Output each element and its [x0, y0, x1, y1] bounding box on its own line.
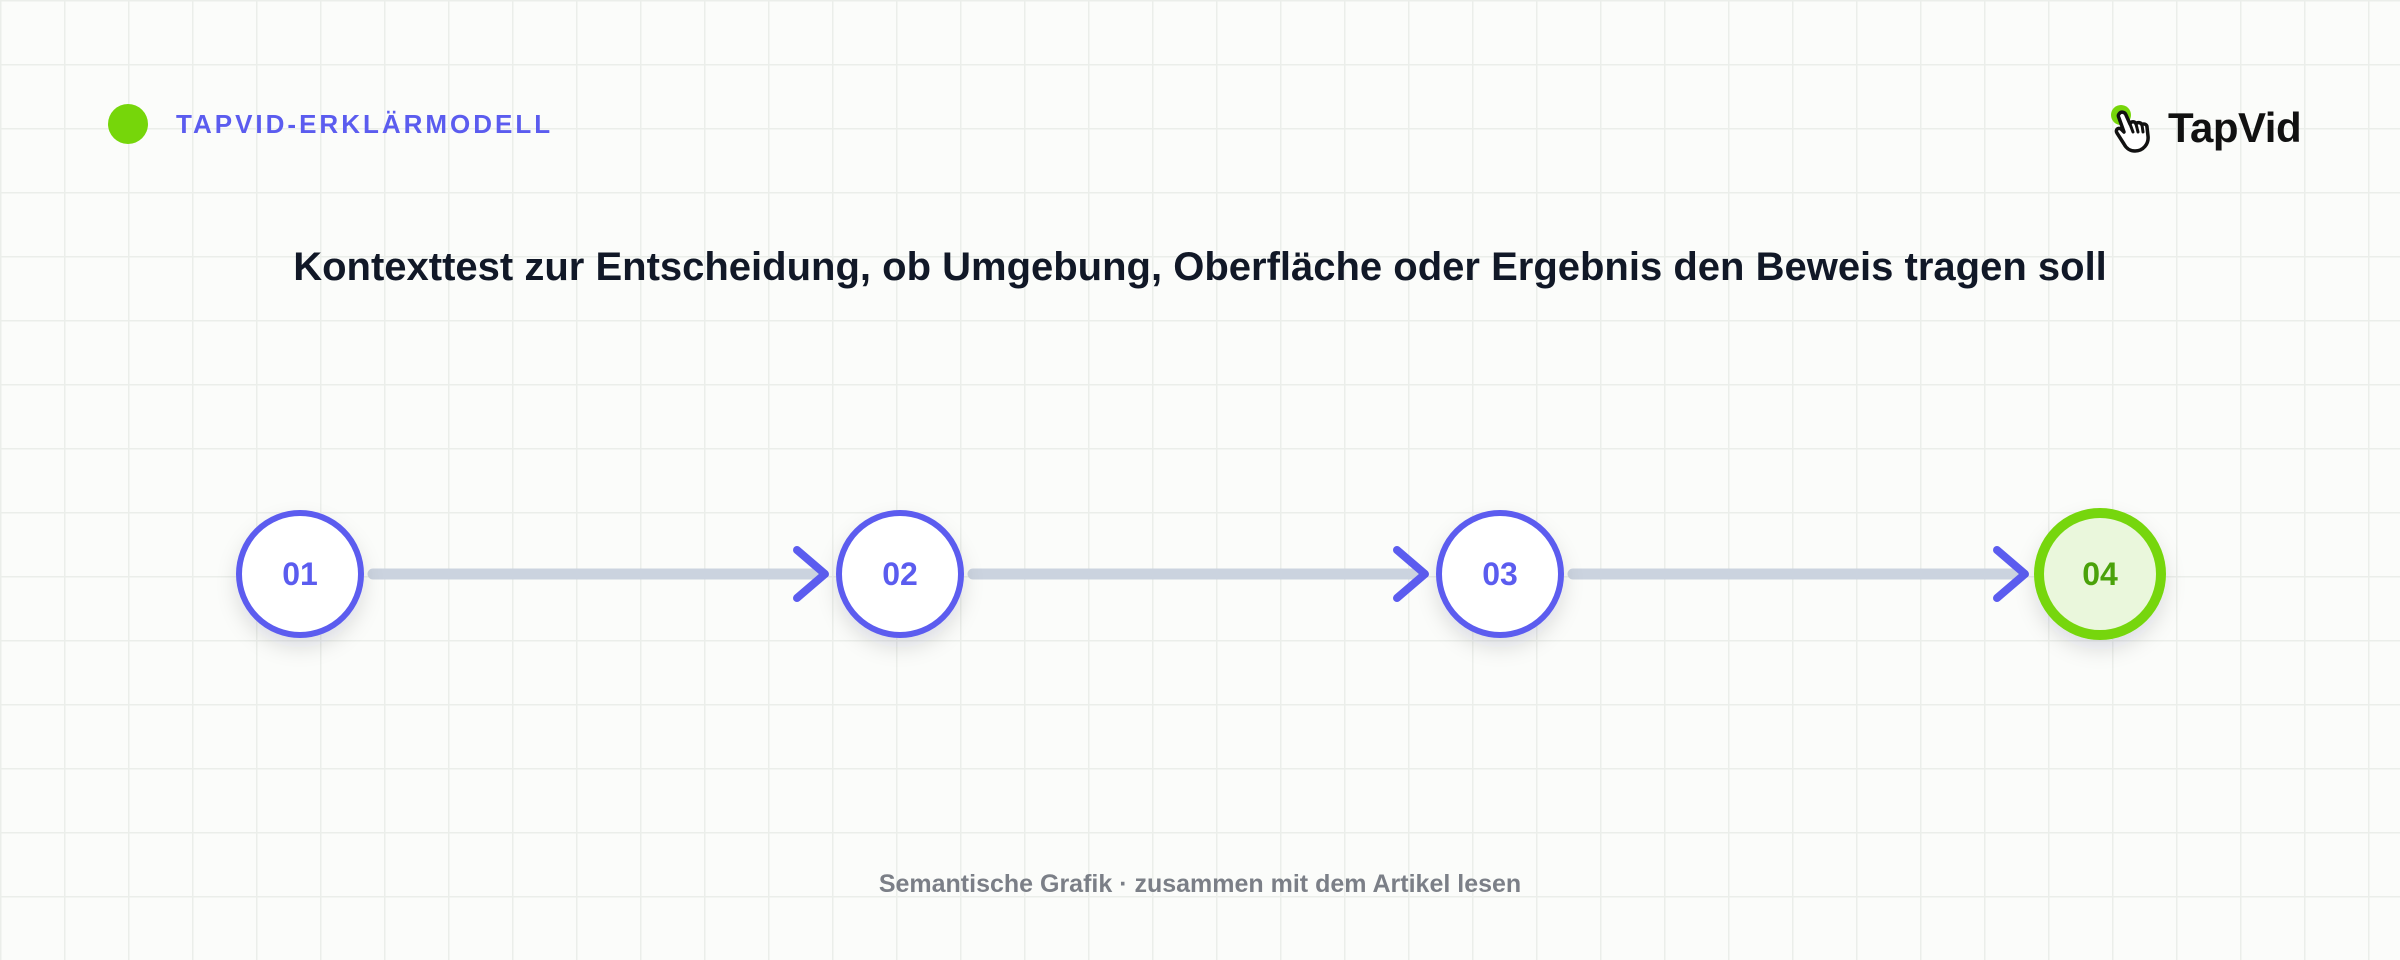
step-number: 04 [2082, 556, 2118, 592]
step-circle [236, 510, 364, 638]
step-circle [836, 510, 964, 638]
arrowhead-icon [1993, 546, 2029, 602]
brand-tag: TAPVID-ERKLÄRMODELL [108, 104, 553, 144]
step-node-03: 03 [1436, 510, 1564, 638]
step-circle [2034, 508, 2166, 640]
step-circle [1436, 510, 1564, 638]
footer-note: Semantische Grafik · zusammen mit dem Ar… [878, 870, 1522, 898]
step-number: 01 [282, 556, 318, 592]
page-title: Kontexttest zur Entscheidung, ob Umgebun… [293, 245, 2107, 289]
green-dot-icon [108, 104, 148, 144]
step-number: 02 [882, 556, 918, 592]
tap-hand-icon [2111, 105, 2150, 153]
step-node-02: 02 [836, 510, 964, 638]
arrowhead-icon [1393, 546, 1429, 602]
step-node-04: 04 [2034, 508, 2166, 640]
arrowhead-icon [793, 546, 829, 602]
step-number: 03 [1482, 556, 1518, 592]
logo-text: TapVid [2168, 104, 2302, 151]
tapvid-logo[interactable]: TapVid [2106, 100, 2302, 156]
step-node-01: 01 [236, 510, 364, 638]
brand-tag-label: TAPVID-ERKLÄRMODELL [176, 108, 554, 139]
